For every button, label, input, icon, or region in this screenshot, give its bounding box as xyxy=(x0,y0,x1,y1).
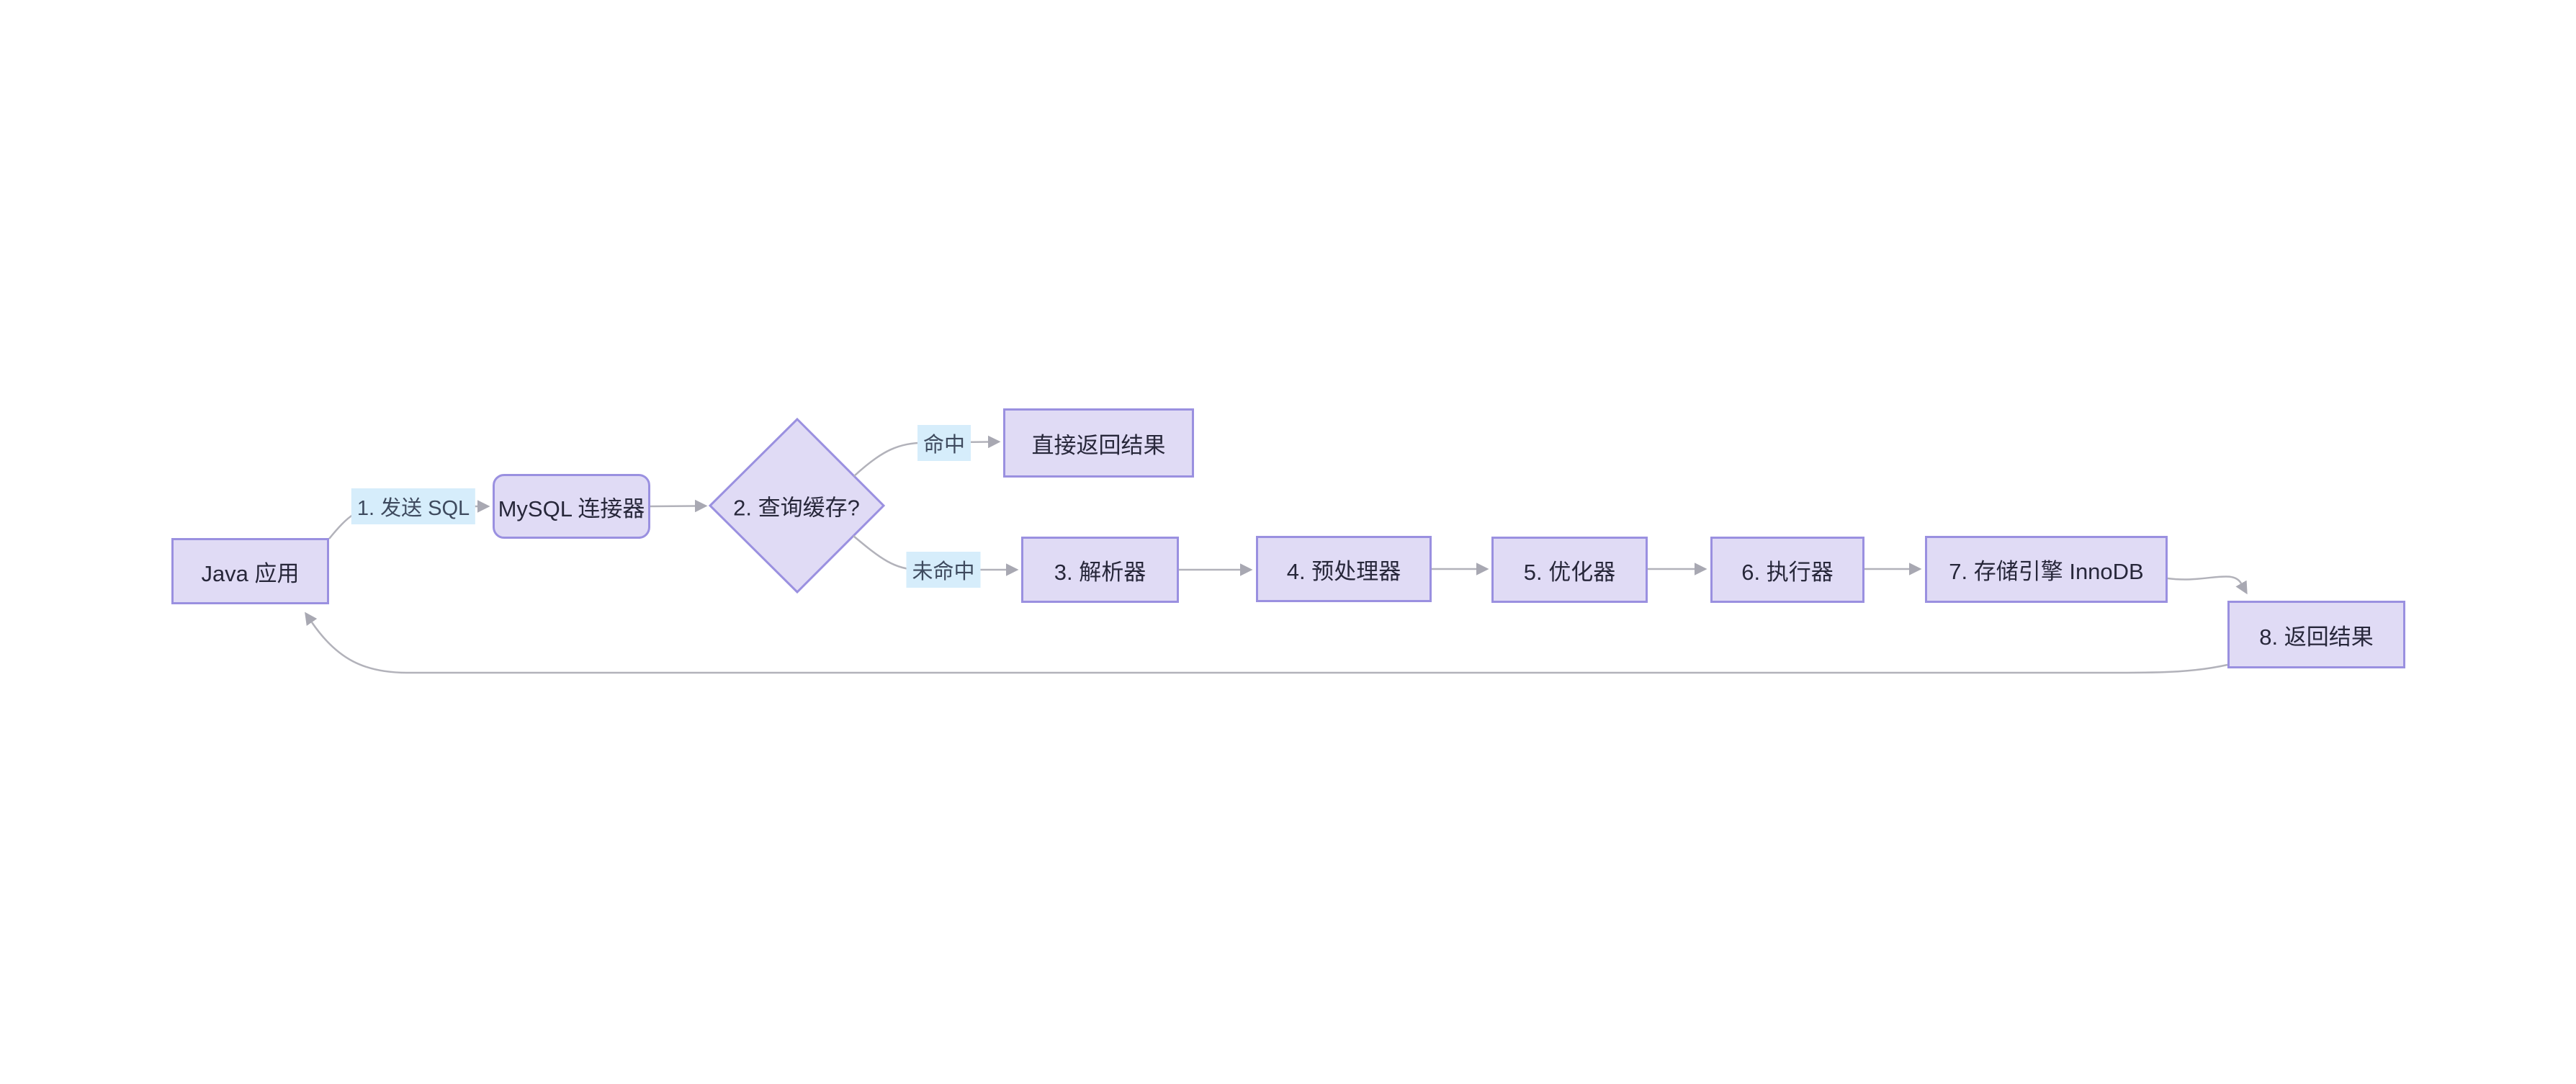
edge-label-hit: 命中 xyxy=(917,425,971,461)
node-java-app: Java 应用 xyxy=(171,538,329,604)
node-parser: 3. 解析器 xyxy=(1021,537,1179,603)
node-query-cache-label: 2. 查询缓存? xyxy=(733,495,860,521)
edge-return-result-to-java xyxy=(305,612,2228,674)
node-direct-return: 直接返回结果 xyxy=(1003,408,1194,478)
node-preprocessor: 4. 预处理器 xyxy=(1256,536,1432,602)
edge-label-send-sql: 1. 发送 SQL xyxy=(351,488,476,524)
query-cache-diamond-shape xyxy=(708,417,886,594)
node-mysql-connector: MySQL 连接器 xyxy=(493,474,650,539)
node-executor: 6. 执行器 xyxy=(1710,537,1864,603)
node-return-result: 8. 返回结果 xyxy=(2227,601,2405,668)
node-optimizer: 5. 优化器 xyxy=(1491,537,1648,603)
edge-connector-to-cache xyxy=(650,499,708,513)
edge-label-miss: 未命中 xyxy=(906,552,981,588)
node-storage-engine: 7. 存储引擎 InnoDB xyxy=(1925,536,2168,603)
edge-storage-to-return-result xyxy=(2167,575,2248,595)
